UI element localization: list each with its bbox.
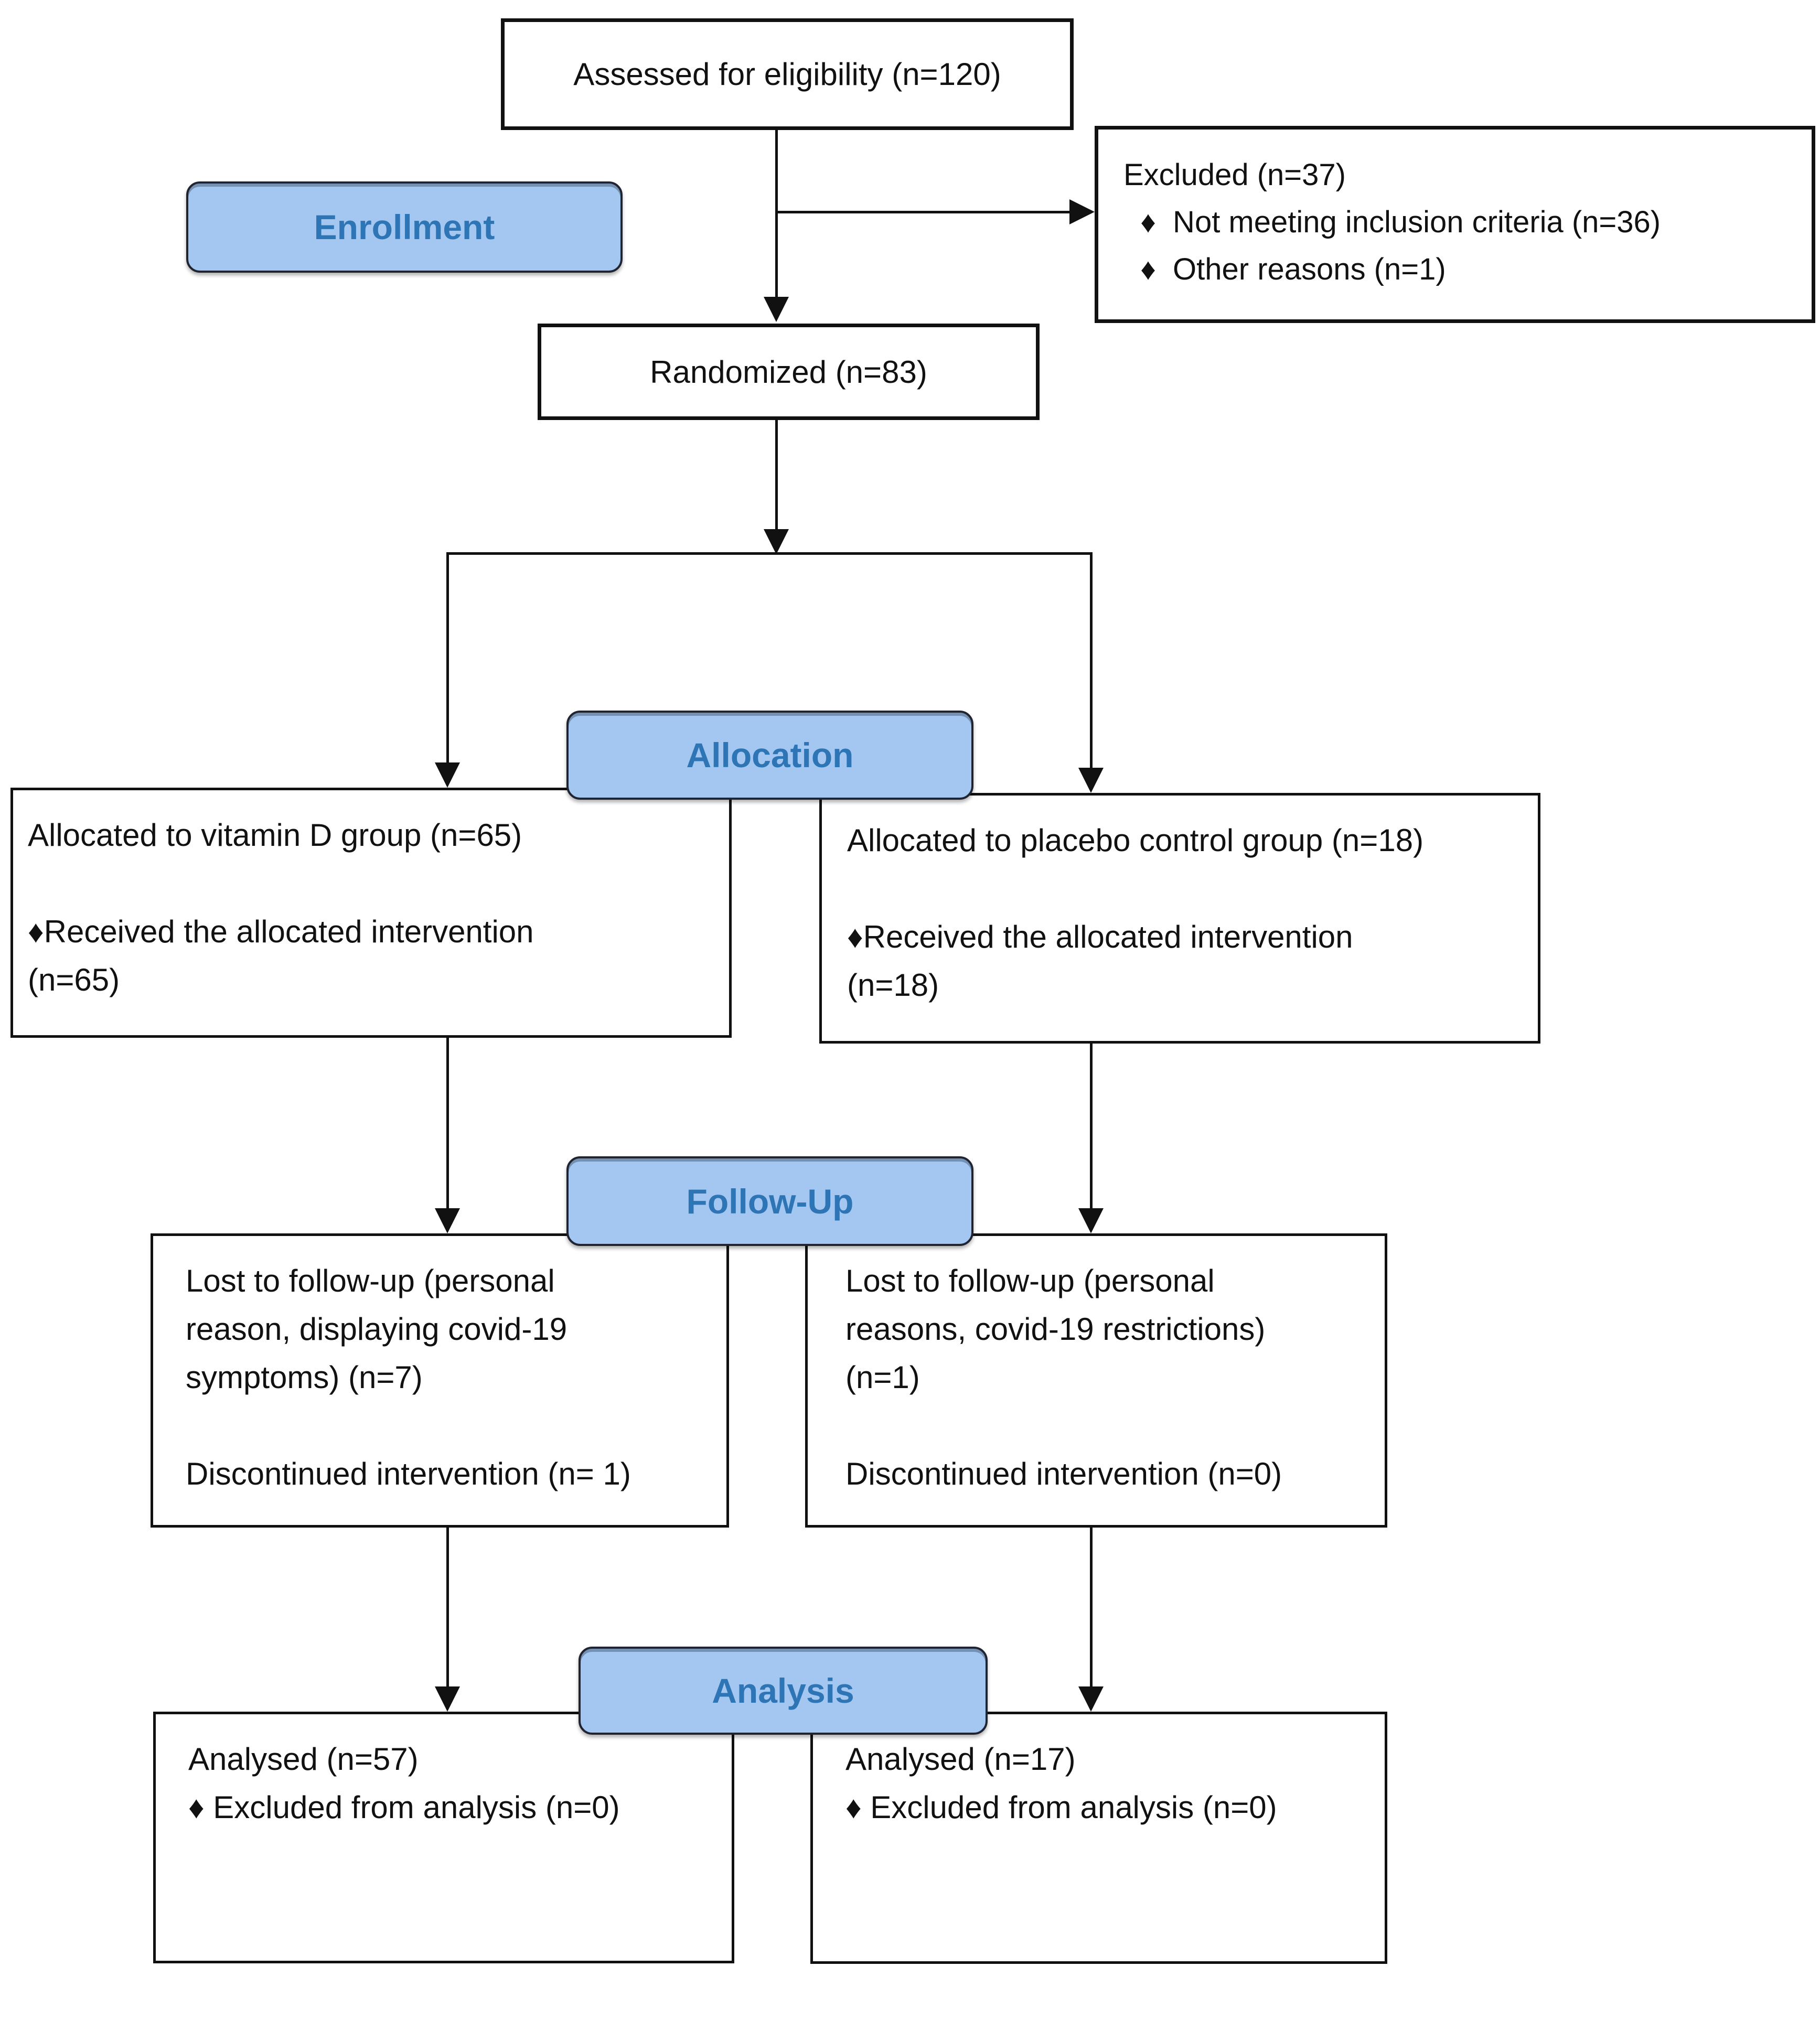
- arrowhead-into-placebo-group: [1078, 768, 1104, 793]
- line-placebo-to-followup: [1090, 1044, 1093, 1209]
- analysis-vitamin-d-box: Analysed (n=57) ♦ Excluded from analysis …: [153, 1712, 734, 1963]
- text-line: [186, 1402, 719, 1450]
- text-line: [28, 859, 719, 908]
- line-randomized-down: [775, 420, 778, 529]
- arrowhead-into-followup-placebo: [1078, 1208, 1104, 1233]
- assessed-for-eligibility-text: Assessed for eligibility (n=120): [573, 57, 1001, 92]
- text-line: ♦Received the allocated intervention: [28, 914, 534, 949]
- followup-stage-text: Follow-Up: [686, 1181, 854, 1221]
- text-line: Excluded (n=37): [1123, 158, 1346, 192]
- followup-vitamin-d-box: Lost to follow-up (personal reason, displ…: [151, 1233, 729, 1528]
- line-vitamin-d-to-analysis: [446, 1528, 449, 1687]
- text-line: Allocated to placebo control group (n=18…: [847, 823, 1424, 858]
- line-assessed-to-randomized: [775, 130, 778, 299]
- line-branch-to-excluded: [776, 211, 1071, 213]
- text-line: (n=1): [845, 1360, 920, 1395]
- enrollment-stage-text: Enrollment: [314, 208, 495, 246]
- text-line: ♦Received the allocated intervention: [847, 919, 1353, 954]
- text-line: Discontinued intervention (n= 1): [186, 1456, 631, 1491]
- arrowhead-into-randomized: [764, 297, 789, 322]
- text-line: Analysed (n=57): [188, 1742, 419, 1777]
- arrowhead-into-followup-vitamin-d: [435, 1208, 460, 1233]
- allocated-vitamin-d-box: Allocated to vitamin D group (n=65) ♦Rece…: [10, 788, 732, 1038]
- arrowhead-at-split-junction: [764, 529, 789, 554]
- followup-stage-label: Follow-Up: [566, 1156, 973, 1246]
- allocated-placebo-box: Allocated to placebo control group (n=18…: [819, 793, 1540, 1044]
- arrowhead-into-vitamin-d-group: [435, 762, 460, 788]
- randomized-text: Randomized (n=83): [650, 354, 927, 390]
- arrowhead-into-analysis-vitamin-d: [435, 1686, 460, 1712]
- text-line: Allocated to vitamin D group (n=65): [28, 818, 522, 853]
- analysis-placebo-box: Analysed (n=17) ♦ Excluded from analysis …: [810, 1712, 1387, 1964]
- text-line: Analysed (n=17): [845, 1742, 1076, 1777]
- line-drop-to-vitamin-d-group: [446, 552, 449, 762]
- text-line: symptoms) (n=7): [186, 1360, 423, 1395]
- excluded-box: Excluded (n=37) ♦ Not meeting inclusion …: [1095, 126, 1815, 323]
- line-vitamin-d-to-followup: [446, 1038, 449, 1209]
- line-drop-to-placebo-group: [1090, 552, 1093, 768]
- allocation-stage-text: Allocation: [686, 736, 854, 775]
- allocation-stage-label: Allocation: [566, 711, 973, 800]
- text-line: Lost to follow-up (personal: [186, 1263, 555, 1298]
- text-line: ♦ Excluded from analysis (n=0): [188, 1790, 620, 1825]
- excluded-text-lines: Excluded (n=37) ♦ Not meeting inclusion …: [1123, 152, 1801, 293]
- text-line: (n=18): [847, 968, 939, 1003]
- enrollment-stage-label: Enrollment: [186, 181, 623, 273]
- arrowhead-into-excluded: [1069, 199, 1095, 224]
- text-line: ♦ Other reasons (n=1): [1123, 252, 1446, 286]
- analysis-placebo-text-lines: Analysed (n=17) ♦ Excluded from analysis …: [845, 1735, 1377, 1832]
- analysis-stage-label: Analysis: [579, 1647, 988, 1735]
- text-line: Lost to follow-up (personal: [845, 1263, 1215, 1298]
- text-line: reason, displaying covid-19: [186, 1312, 568, 1347]
- line-placebo-to-analysis: [1090, 1528, 1093, 1687]
- allocated-vitamin-d-text-lines: Allocated to vitamin D group (n=65) ♦Rece…: [28, 811, 719, 1004]
- analysis-vitamin-d-text-lines: Analysed (n=57) ♦ Excluded from analysis …: [188, 1735, 724, 1832]
- followup-placebo-text-lines: Lost to follow-up (personal reasons, covi…: [845, 1257, 1377, 1498]
- arrowhead-into-analysis-placebo: [1078, 1686, 1104, 1712]
- followup-vitamin-d-text-lines: Lost to follow-up (personal reason, displ…: [186, 1257, 719, 1498]
- text-line: (n=65): [28, 962, 120, 997]
- text-line: reasons, covid-19 restrictions): [845, 1312, 1266, 1347]
- text-line: ♦ Not meeting inclusion criteria (n=36): [1123, 205, 1661, 239]
- text-line: ♦ Excluded from analysis (n=0): [845, 1790, 1277, 1825]
- followup-placebo-box: Lost to follow-up (personal reasons, covi…: [805, 1233, 1387, 1528]
- text-line: [845, 1402, 1377, 1450]
- allocated-placebo-text-lines: Allocated to placebo control group (n=18…: [847, 816, 1527, 1009]
- randomized-box: Randomized (n=83): [538, 324, 1040, 420]
- text-line: Discontinued intervention (n=0): [845, 1456, 1282, 1491]
- text-line: [847, 865, 1527, 913]
- assessed-for-eligibility-box: Assessed for eligibility (n=120): [501, 18, 1074, 130]
- analysis-stage-text: Analysis: [712, 1671, 854, 1710]
